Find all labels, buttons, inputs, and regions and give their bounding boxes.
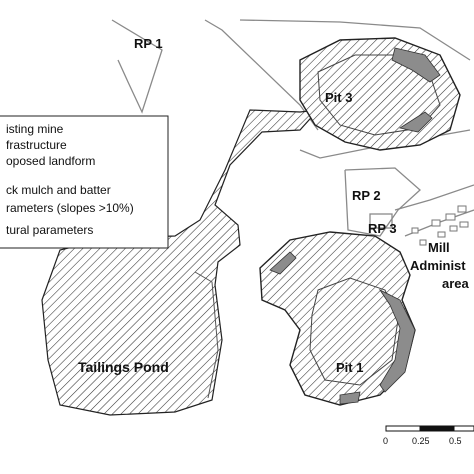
scale-bar-segment-1 [385,425,421,432]
tailings-inner-boundary [194,271,219,399]
scale-tick-1: 0.25 [412,436,430,446]
building [457,205,467,213]
building [459,221,469,228]
rp3-box [369,213,393,229]
building [449,225,458,232]
label-rp1: RP 1 [134,36,163,51]
legend-item-1-line2: frastructure [6,138,67,152]
legend-item-2-line1: oposed landform [6,154,95,168]
building [437,231,446,238]
tailings-pond [41,109,320,416]
label-pit3: Pit 3 [325,90,352,105]
label-rp3: RP 3 [368,221,397,236]
pit-3-mulch [391,47,441,83]
label-mill-1: Mill [428,240,450,255]
pit-3-mulch-2 [398,111,433,133]
legend-item-3-line2: rameters (slopes >10%) [6,201,134,215]
pit-1-inner [309,277,399,386]
pit-1-mulch-2 [269,251,297,275]
scale-tick-2: 0.5 [449,436,462,446]
label-rp2: RP 2 [352,188,381,203]
mill-buildings [411,205,469,246]
building [445,213,456,221]
rp1-boundary [111,19,163,114]
scale-tick-0: 0 [383,436,388,446]
legend-item-1-line1: isting mine [6,122,64,136]
label-mill-3: area [442,276,470,291]
pit-1-mulch [378,288,416,393]
building [411,227,419,234]
label-pit1: Pit 1 [336,360,363,375]
label-mill-2: Administ [410,258,466,273]
mill-road [394,184,474,211]
scale-bar-segment-2 [419,425,455,432]
scale-bar: 0 0.25 0.5 [383,425,474,446]
road-east [239,19,471,61]
legend: isting mine frastructure oposed landform… [0,115,169,249]
building [419,239,427,246]
legend-item-4-line1: tural parameters [6,223,93,237]
pit-1-mulch-3 [339,391,361,405]
legend-item-3-line1: ck mulch and batter [6,183,111,197]
label-tailings-pond: Tailings Pond [78,359,169,375]
legend-frame [0,115,169,249]
scale-bar-segment-3 [453,425,474,432]
rp2-boundary [344,167,421,237]
building [431,219,441,227]
